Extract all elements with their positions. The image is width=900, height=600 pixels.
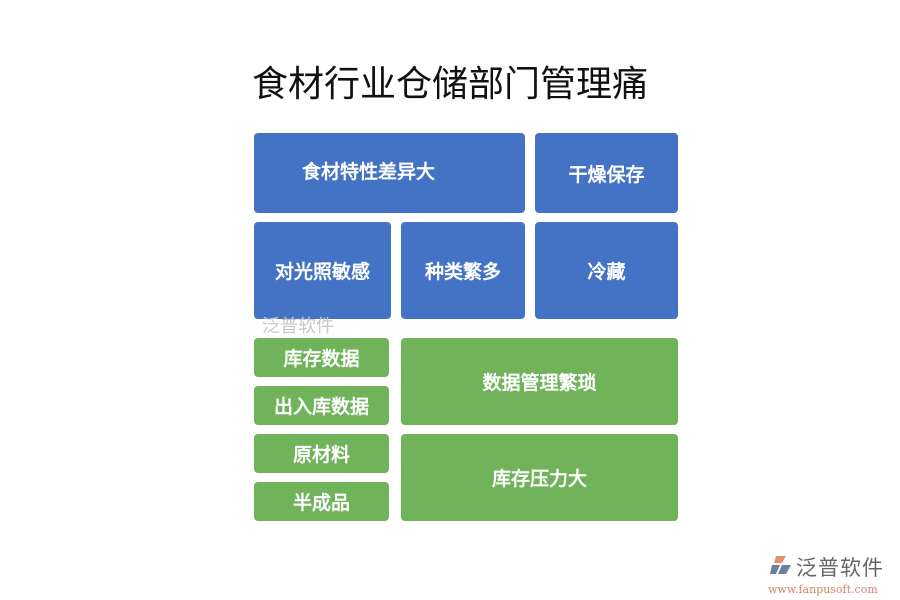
box-refrigeration: 冷藏	[535, 222, 678, 319]
box-data-management: 数据管理繁琐	[401, 338, 678, 425]
box-many-types: 种类繁多	[401, 222, 525, 319]
box-dry-storage: 干燥保存	[535, 133, 678, 213]
logo-url: www.fanpusoft.com	[768, 583, 878, 596]
box-inventory-pressure: 库存压力大	[401, 434, 678, 521]
box-semi-finished: 半成品	[254, 482, 389, 521]
box-light-sensitive: 对光照敏感	[254, 222, 391, 319]
box-inventory-data: 库存数据	[254, 338, 389, 377]
logo-icon	[770, 556, 791, 574]
watermark: 泛普软件	[262, 316, 334, 337]
page-title: 食材行业仓储部门管理痛	[251, 64, 648, 105]
logo-name: 泛普软件	[796, 556, 884, 580]
box-ingredient-variance: 食材特性差异大	[254, 133, 525, 213]
box-inout-data: 出入库数据	[254, 386, 389, 425]
brand-logo: 泛普软件 www.fanpusoft.com	[768, 552, 884, 596]
box-raw-materials: 原材料	[254, 434, 389, 473]
